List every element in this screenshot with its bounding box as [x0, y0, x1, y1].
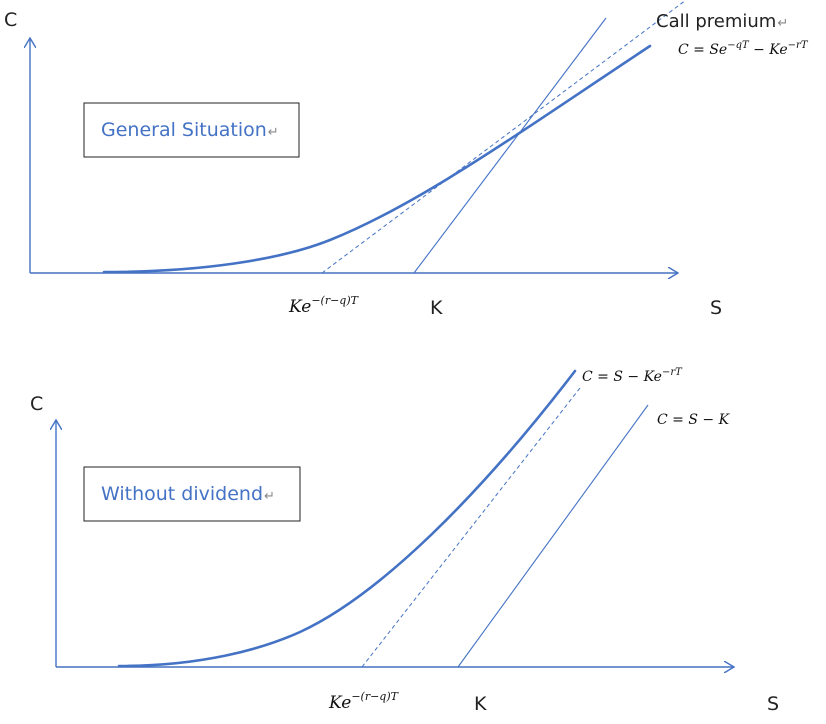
bottom-curve-formula: C = S − Ke−rT — [582, 367, 683, 385]
bottom-intrinsic-value-line — [457, 404, 649, 668]
bottom-line-formula: C = S − K — [657, 412, 731, 428]
bottom-call-curve — [117, 369, 577, 668]
bottom-x-axis-label: S — [767, 693, 779, 715]
bottom-discounted-strike-label: Ke−(r−q)T — [328, 690, 400, 713]
bottom-strike-label: K — [474, 693, 487, 715]
top-y-axis-label: C — [4, 9, 17, 31]
top-lower-bound-dashed-line — [321, 0, 687, 274]
top-x-axis-label: S — [710, 297, 722, 319]
top-intrinsic-value-line — [413, 17, 607, 274]
without-dividend-box — [83, 466, 301, 522]
top-panel: C Ke−(r−q)T K S Call premium↵ C = Se−qT … — [4, 0, 809, 319]
bottom-panel: C Ke−(r−q)T K S C = S − Ke−rT C = S − K … — [30, 367, 779, 715]
top-call-premium-curve — [102, 44, 652, 274]
without-dividend-label: Without dividend↵ — [101, 483, 275, 505]
general-situation-box — [83, 102, 300, 158]
bottom-lower-bound-dashed-line — [361, 387, 581, 668]
top-discounted-strike-label: Ke−(r−q)T — [288, 294, 360, 317]
bottom-y-axis-label: C — [30, 393, 43, 415]
top-curve-formula: C = Se−qT − Ke−rT — [678, 40, 809, 58]
general-situation-label: General Situation↵ — [101, 119, 279, 141]
top-strike-label: K — [430, 297, 443, 319]
call-premium-label: Call premium↵ — [656, 11, 788, 32]
